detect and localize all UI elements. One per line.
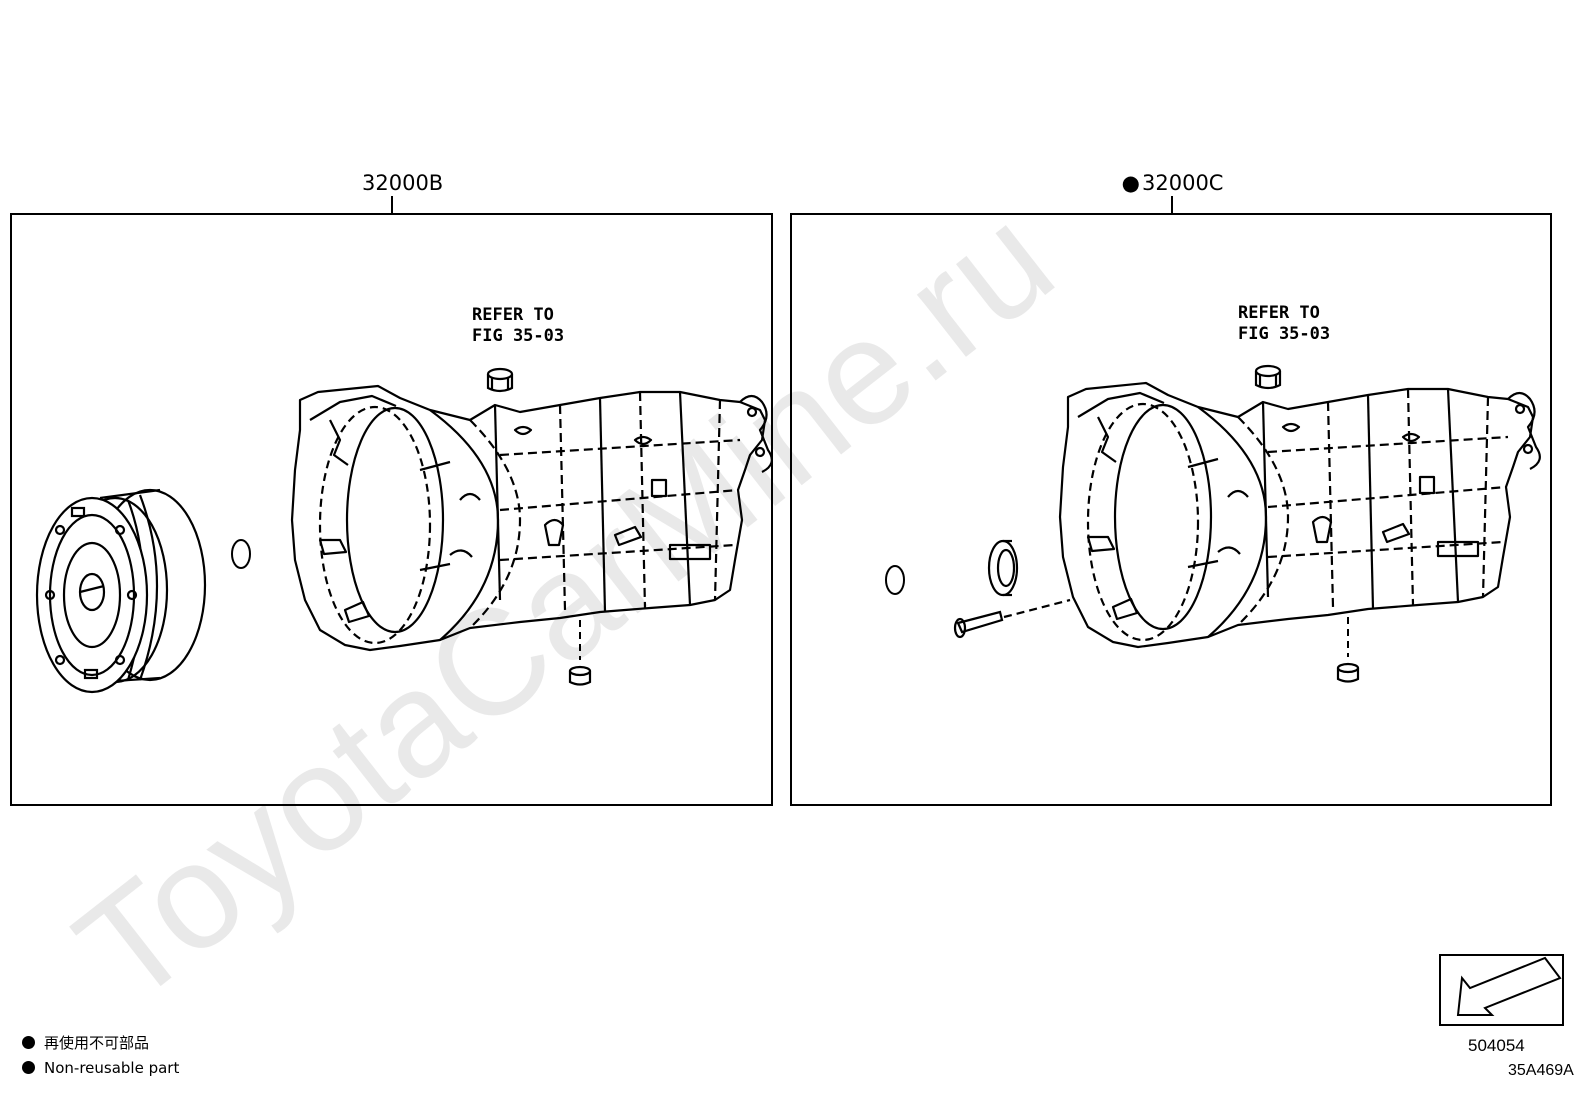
plug-icon [1254,364,1282,390]
reference-number: 504054 [1468,1036,1525,1055]
front-direction-box [1439,954,1564,1026]
refer-text-line1: REFER TO [1238,303,1320,323]
transmission-assembly-icon [1058,381,1541,649]
panel-32000b: 32000B REFER TO FIG 35-03 [10,171,773,806]
bullet-icon [22,1036,35,1049]
legend-en-text: Non-reusable part [44,1059,180,1077]
panel-32000c: ● 32000C REFER TO FIG 35-03 [790,171,1552,806]
o-ring-icon [885,565,905,595]
torque-converter-icon [35,488,207,694]
o-ring-icon [231,539,251,569]
plug-icon [486,367,514,393]
legend-row-jp: 再使用不可部品 [22,1034,149,1052]
panel-frame [790,213,1552,806]
input-shaft-icon [953,598,1071,639]
drain-plug-icon [1336,662,1360,683]
refer-text-line2: FIG 35-03 [1238,324,1330,344]
part-number-label: 32000C [1142,171,1223,195]
bullet-icon [22,1061,35,1074]
oil-seal-icon [987,539,1019,597]
illustration-code: 35A469A [1508,1062,1574,1079]
panel-frame [10,213,773,806]
non-reusable-marker: ● [1122,171,1140,195]
legend-row-en: Non-reusable part [22,1059,179,1077]
front-arrow-icon [1456,956,1562,1016]
refer-text-line2: FIG 35-03 [472,326,564,346]
refer-text-line1: REFER TO [472,305,554,325]
legend-jp-text: 再使用不可部品 [44,1034,150,1052]
part-number-label: 32000B [362,171,443,195]
